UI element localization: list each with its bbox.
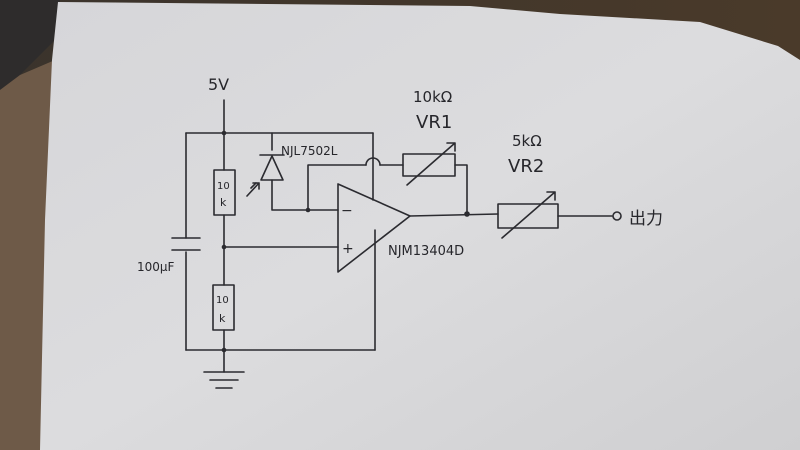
photodiode: NJL7502L bbox=[246, 144, 338, 197]
variable-resistor-vr2: 5kΩ VR2 bbox=[497, 132, 559, 239]
resistor-r1-value: 10 bbox=[217, 181, 230, 192]
resistor-r2: 10 k bbox=[212, 284, 235, 331]
output-terminal-circle bbox=[612, 211, 622, 221]
capacitor: 100μF bbox=[137, 237, 201, 274]
junction-dot bbox=[221, 347, 227, 353]
opamp: − + NJM13404D bbox=[337, 183, 464, 273]
junction-dot bbox=[464, 211, 470, 217]
resistor-r1-unit: k bbox=[220, 196, 227, 209]
vr2-body bbox=[497, 203, 559, 229]
supply-label: 5V bbox=[208, 75, 229, 94]
variable-resistor-vr1: 10kΩ VR1 bbox=[402, 88, 456, 186]
photodiode-triangle bbox=[260, 155, 284, 181]
junction-dot bbox=[305, 207, 311, 213]
vr1-adjust-arrow-icon bbox=[406, 142, 456, 186]
output-terminal: 出力 bbox=[612, 209, 663, 229]
dark-fabric bbox=[0, 0, 60, 90]
opamp-label: NJM13404D bbox=[388, 244, 464, 259]
opamp-inverting-sign: − bbox=[341, 203, 353, 219]
paper-sheet bbox=[40, 2, 800, 450]
vr1-name: VR1 bbox=[416, 112, 452, 133]
vr2-value: 5kΩ bbox=[512, 132, 542, 150]
opamp-triangle bbox=[337, 183, 411, 273]
junction-dot bbox=[221, 244, 227, 250]
capacitor-label: 100μF bbox=[137, 260, 175, 274]
vr1-body bbox=[402, 153, 456, 177]
resistor-r2-unit: k bbox=[219, 312, 226, 325]
vr2-adjust-arrow-icon bbox=[501, 191, 556, 239]
opamp-noninverting-sign: + bbox=[342, 241, 354, 257]
photodiode-label: NJL7502L bbox=[281, 144, 338, 158]
ground-symbol bbox=[203, 371, 245, 389]
resistor-r2-body bbox=[212, 284, 235, 331]
vr1-value: 10kΩ bbox=[413, 88, 452, 106]
vr2-name: VR2 bbox=[508, 156, 544, 177]
output-label: 出力 bbox=[629, 209, 663, 229]
wood-edge bbox=[0, 60, 55, 450]
junction-dot bbox=[221, 130, 227, 136]
junction-dots bbox=[221, 130, 470, 353]
resistor-r1: 10 k bbox=[213, 169, 236, 216]
resistor-r2-value: 10 bbox=[216, 295, 229, 306]
resistor-r1-body bbox=[213, 169, 236, 216]
